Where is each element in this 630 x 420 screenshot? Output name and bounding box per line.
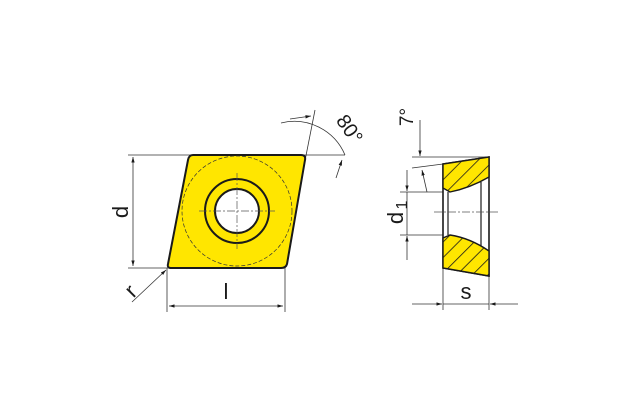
angle-arrow-top bbox=[289, 115, 312, 120]
bottom-section-hatched bbox=[442, 234, 490, 277]
front-view: d l r 80° bbox=[108, 109, 367, 312]
angle-label: 80° bbox=[331, 111, 366, 148]
r-label: r bbox=[119, 279, 142, 302]
clearance-arrow-bottom bbox=[421, 169, 428, 193]
inscribed-circle bbox=[181, 155, 293, 267]
side-view: 7° d 1 s bbox=[383, 108, 518, 310]
d1-label-main: d bbox=[383, 212, 408, 224]
clearance-ref-line bbox=[411, 163, 444, 169]
clearance-label: 7° bbox=[397, 108, 418, 126]
d-label: d bbox=[108, 206, 133, 218]
r-leader-line bbox=[131, 269, 167, 303]
top-section-hatched bbox=[442, 156, 490, 193]
angle-arrow-bottom bbox=[335, 159, 343, 179]
d1-label: d 1 bbox=[383, 200, 411, 224]
angle-arc bbox=[280, 120, 346, 156]
d1-label-subscript: 1 bbox=[394, 200, 411, 209]
l-label: l bbox=[224, 279, 229, 304]
s-label: s bbox=[461, 279, 472, 304]
